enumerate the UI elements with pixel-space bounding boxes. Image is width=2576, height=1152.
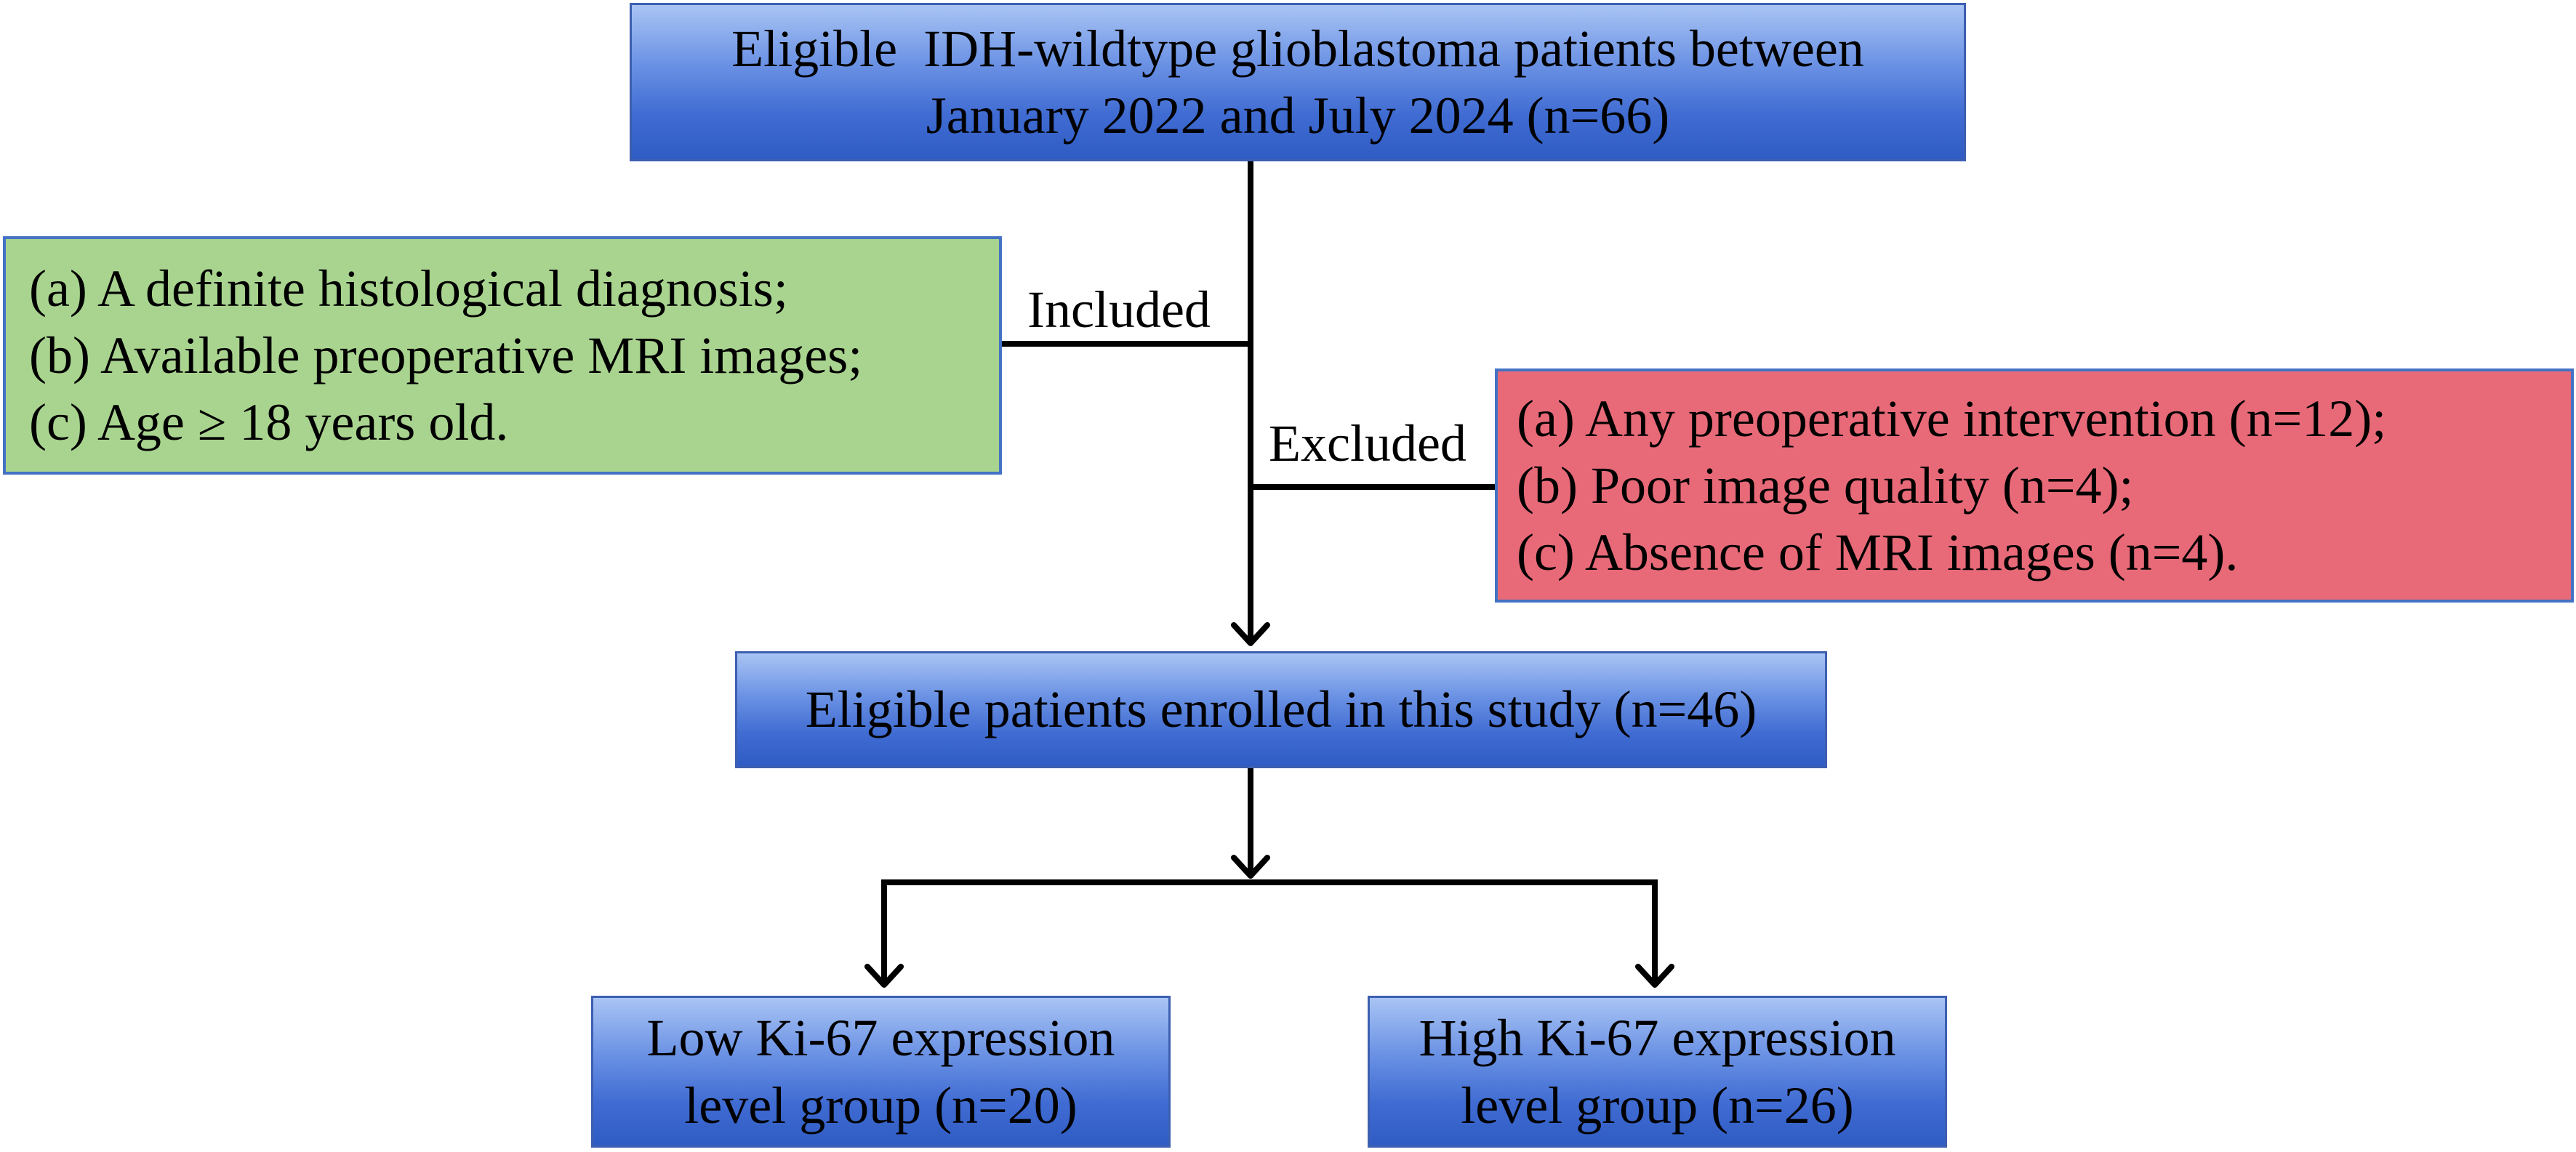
- eligible-patients-line2: January 2022 and July 2024 (n=66): [926, 86, 1670, 145]
- inclusion-criteria-box: (a) A definite histological diagnosis; (…: [3, 236, 1002, 475]
- split-arrowhead: [1231, 855, 1270, 879]
- exclusion-criteria-box: (a) Any preoperative intervention (n=12)…: [1495, 368, 2574, 603]
- eligible-patients-box: Eligible IDH-wildtype glioblastoma patie…: [630, 3, 1966, 161]
- high-ki67-group-box: High Ki-67 expression level group (n=26): [1368, 996, 1947, 1148]
- high-ki67-group-line2: level group (n=26): [1461, 1076, 1854, 1135]
- low-group-arrowhead: [864, 964, 904, 988]
- inclusion-criterion-b: (b) Available preoperative MRI images;: [29, 326, 863, 384]
- high-ki67-group-line1: High Ki-67 expression: [1419, 1009, 1896, 1068]
- low-ki67-group-box: Low Ki-67 expression level group (n=20): [591, 996, 1171, 1148]
- enrolled-patients-box: Eligible patients enrolled in this study…: [735, 651, 1827, 768]
- exclusion-criterion-c: (c) Absence of MRI images (n=4).: [1517, 523, 2239, 582]
- enrolled-arrowhead: [1231, 622, 1270, 646]
- excluded-label: Excluded: [1269, 414, 1466, 472]
- eligible-patients-line1: Eligible IDH-wildtype glioblastoma patie…: [731, 19, 1864, 78]
- low-ki67-group-line1: Low Ki-67 expression: [646, 1009, 1115, 1068]
- exclusion-criterion-a: (a) Any preoperative intervention (n=12)…: [1517, 389, 2387, 448]
- enrolled-patients-text: Eligible patients enrolled in this study…: [805, 680, 1757, 739]
- inclusion-criterion-c: (c) Age ≥ 18 years old.: [29, 393, 509, 452]
- included-label: Included: [1027, 281, 1211, 339]
- inclusion-criterion-a: (a) A definite histological diagnosis;: [29, 259, 788, 318]
- exclusion-criterion-b: (b) Poor image quality (n=4);: [1517, 456, 2134, 515]
- low-ki67-group-line2: level group (n=20): [684, 1076, 1078, 1135]
- high-group-arrowhead: [1635, 964, 1674, 988]
